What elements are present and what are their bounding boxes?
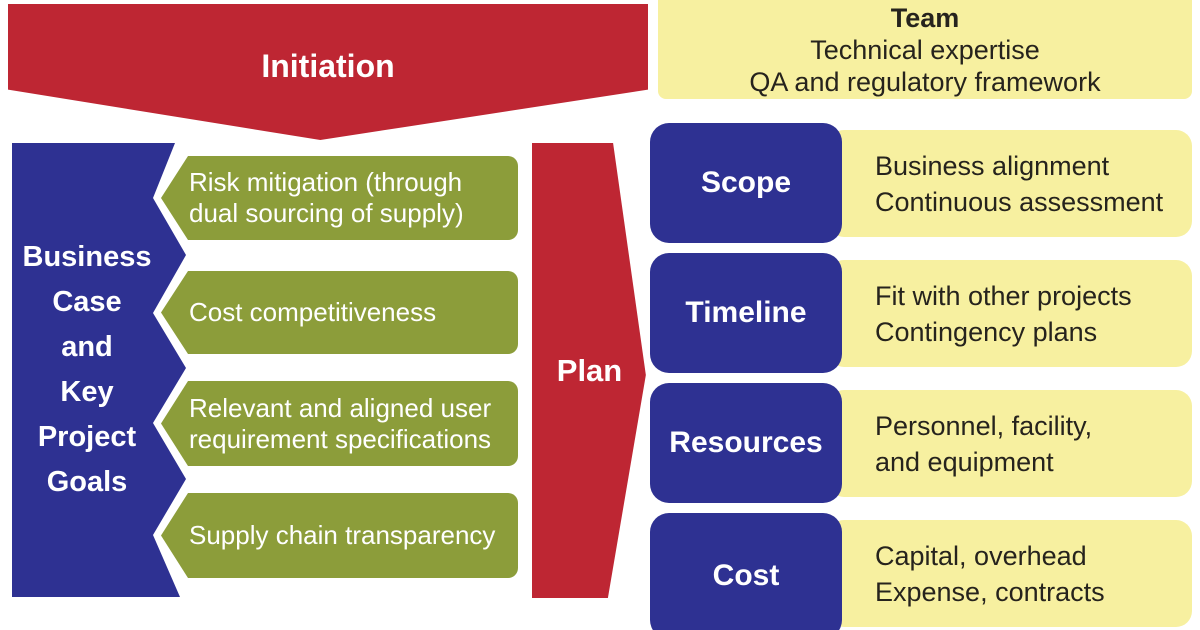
detail-line: Contingency plans [875,316,1098,347]
detail-box-resources: Personnel, facility, and equipment [828,390,1192,497]
business-case-line: Business [22,241,152,273]
team-title: Team [890,2,960,33]
goal-line: Relevant and aligned user [189,392,492,423]
detail-box-scope: Business alignment Continuous assessment [828,130,1192,237]
detail-line: Continuous assessment [875,186,1164,217]
category-box-timeline: Timeline [650,253,842,373]
plan-banner: Plan [532,143,646,598]
detail-box-cost: Capital, overhead Expense, contracts [828,520,1192,627]
category-label: Resources [669,426,823,459]
goal-risk-mitigation: Risk mitigation (through dual sourcing o… [161,156,518,240]
category-label: Scope [700,166,792,199]
detail-box-timeline: Fit with other projects Contingency plan… [828,260,1192,367]
goal-line: Risk mitigation (through [189,167,463,197]
business-case-label: Business Case and Key Project Goals [12,143,162,597]
goal-supply-chain-transparency: Supply chain transparency [161,493,518,578]
team-line: Technical expertise [810,34,1040,65]
initiation-banner: Initiation [8,4,648,140]
business-case-shape [12,143,186,597]
detail-line: Expense, contracts [875,576,1105,607]
category-box-cost: Cost [650,513,842,630]
category-box-scope: Scope [650,123,842,243]
category-label: Timeline [685,296,807,329]
team-line: QA and regulatory framework [749,66,1101,97]
detail-line: Personnel, facility, [875,410,1093,441]
goal-cost-competitiveness: Cost competitiveness [161,271,518,354]
business-case-line: Project [37,421,137,453]
team-box: Team Technical expertise QA and regulato… [658,0,1192,99]
business-case-line: Key [60,376,114,408]
category-box-resources: Resources [650,383,842,503]
goal-line: Cost competitiveness [189,297,437,327]
goal-user-requirements: Relevant and aligned user requirement sp… [161,381,518,466]
detail-line: Capital, overhead [875,540,1087,571]
business-case-line: Goals [46,466,128,498]
goal-line: Supply chain transparency [189,520,496,550]
detail-line: Fit with other projects [875,280,1132,311]
detail-line: and equipment [875,446,1054,477]
plan-label: Plan [556,352,623,388]
initiation-label: Initiation [261,47,395,84]
goal-line: requirement specifications [189,423,492,454]
business-case-line: Case [52,286,122,318]
detail-line: Business alignment [875,150,1110,181]
goal-line: dual sourcing of supply) [189,198,464,228]
business-case-line: and [61,331,113,363]
category-label: Cost [712,559,780,592]
